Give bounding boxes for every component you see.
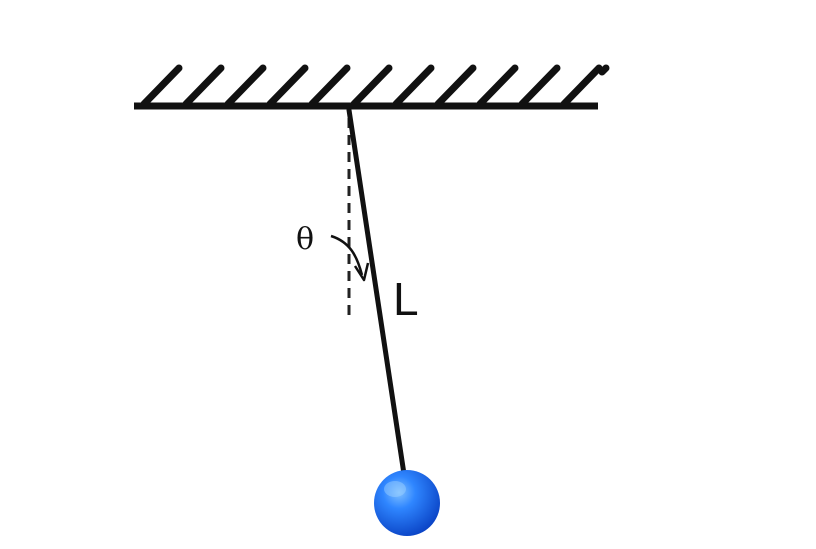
angle-label: θ: [296, 222, 314, 257]
hatch-mark: [140, 64, 183, 108]
hatch-mark: [598, 64, 610, 76]
hatch-mark: [518, 64, 561, 108]
hatch-mark: [224, 64, 267, 108]
hatch-mark: [560, 64, 603, 108]
hatch-mark: [350, 64, 393, 108]
hatch-mark: [392, 64, 435, 108]
pendulum-bob: [374, 470, 440, 536]
angle-arc: [330, 234, 364, 276]
hatch-mark: [182, 64, 225, 108]
pendulum-string: [346, 107, 407, 477]
length-label: L: [393, 273, 419, 325]
ceiling-support: [134, 64, 610, 110]
hatch-mark: [434, 64, 477, 108]
bob-circle: [374, 470, 440, 536]
hatch-mark: [476, 64, 519, 108]
angle-arrow-head: [353, 262, 370, 282]
hatch-mark: [308, 64, 351, 108]
hatch-mark: [266, 64, 309, 108]
angle-indicator: [330, 234, 370, 282]
bob-highlight: [384, 481, 406, 497]
ceiling-hatching: [140, 64, 610, 108]
